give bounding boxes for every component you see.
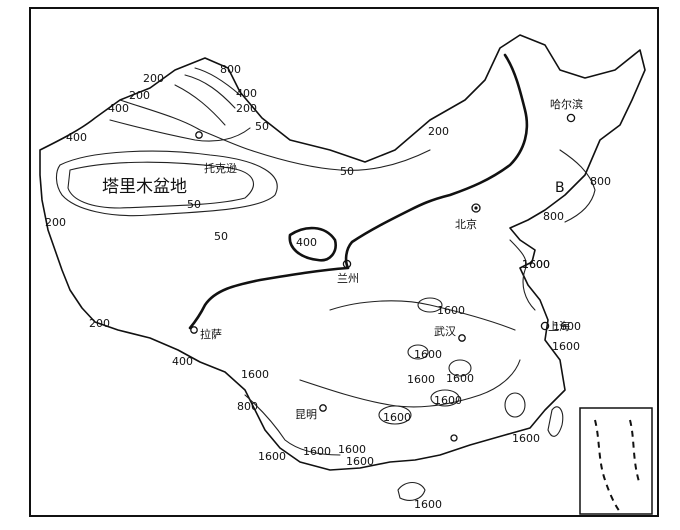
taiwan-island [547, 406, 564, 437]
isoline-south-ridge [329, 300, 516, 331]
closed-contour-1600-e [378, 405, 412, 425]
isoline-label: 400 [172, 355, 193, 368]
point-label-b: B [555, 180, 565, 196]
isoline-label: 800 [237, 400, 258, 413]
isoline-label: 400 [108, 102, 129, 115]
closed-contour-1600-b [407, 344, 429, 360]
isoline-label: 1600 [383, 411, 411, 424]
isoline-northwest-cluster [174, 67, 241, 126]
harbin-marker [566, 113, 576, 123]
isoline-label: 200 [45, 216, 66, 229]
isoline-label: 200 [236, 102, 257, 115]
isoline-label: 1600 [414, 348, 442, 361]
isoline-label: 50 [340, 165, 354, 178]
isoline-400mm-main[interactable] [188, 53, 529, 330]
city-label-shanghai: 上海 [548, 319, 570, 333]
isoline-label: 50 [255, 120, 269, 133]
isoline-label: 200 [428, 125, 449, 138]
isoline-800-east [509, 239, 536, 311]
isoline-200-north [119, 99, 431, 171]
isoline-label: 1600 [407, 373, 435, 386]
isoline-label: 800 [220, 63, 241, 76]
isoline-label: 200 [143, 72, 164, 85]
lanzhou-marker [342, 259, 352, 269]
shanghai-marker [540, 321, 550, 331]
isoline-400-north [109, 119, 251, 142]
guangzhou-marker [450, 434, 458, 442]
lhasa-marker [190, 326, 198, 334]
isoline-label: 1600 [552, 340, 580, 353]
isoline-label: 1600 [258, 450, 286, 463]
closed-contour-1600-a [417, 297, 443, 313]
tuokexun-marker [195, 131, 203, 139]
inset-dashed-boundary [594, 419, 641, 513]
isoline-label: 400 [296, 236, 317, 249]
isoline-label: 1600 [414, 498, 442, 511]
isoline-label: 1600 [446, 372, 474, 385]
isoline-label: 200 [89, 317, 110, 330]
isoline-label: 200 [129, 89, 150, 102]
isoline-800-northeast [559, 149, 596, 223]
city-label-lhasa: 拉萨 [200, 327, 222, 341]
isoline-1600-south [299, 359, 521, 408]
isoline-label: 1600 [522, 258, 550, 271]
closed-contour-1600-c [448, 359, 472, 377]
closed-contour-1600-d [430, 389, 460, 407]
isoline-label: 1600 [553, 320, 581, 333]
isoline-label: 800 [543, 210, 564, 223]
city-label-harbin: 哈尔滨 [550, 97, 583, 111]
isoline-50-tarim [55, 150, 278, 217]
country-outline [39, 34, 646, 471]
city-label-lanzhou: 兰州 [337, 272, 359, 285]
isoline-label: 1600 [241, 368, 269, 381]
isoline-label: 1600 [437, 304, 465, 317]
south-china-sea-inset [579, 407, 653, 515]
isoline-label: 1600 [512, 432, 540, 445]
map-border-frame [29, 7, 659, 517]
isoline-label: 50 [187, 198, 201, 211]
isoline-1600-southwest [244, 394, 341, 456]
isoline-label: 400 [66, 131, 87, 144]
hainan-island [397, 481, 426, 501]
kunming-marker [319, 404, 327, 412]
city-label-kunming: 昆明 [295, 408, 317, 421]
isoline-label: 1600 [303, 445, 331, 458]
isoline-basin-inner [67, 161, 254, 209]
isoline-label: 400 [236, 87, 257, 100]
isoline-label: 800 [590, 175, 611, 188]
closed-contour-1600-f [504, 392, 526, 418]
beijing-marker-dot [474, 206, 478, 210]
city-label-beijing: 北京 [455, 217, 477, 231]
beijing-marker [471, 203, 481, 213]
isoline-label: 1600 [346, 455, 374, 468]
isoline-label: 50 [214, 230, 228, 243]
isoline-label: 1600 [522, 258, 550, 271]
city-label-wuhan: 武汉 [434, 325, 456, 338]
basin-label-tarim: 塔里木盆地 [102, 177, 187, 197]
isoline-label: 1600 [434, 394, 462, 407]
isoline-400mm-loop [288, 226, 337, 262]
isoline-label: 1600 [338, 443, 366, 456]
wuhan-marker [458, 334, 466, 342]
city-label-tuokexun: 托克逊 [204, 161, 237, 175]
